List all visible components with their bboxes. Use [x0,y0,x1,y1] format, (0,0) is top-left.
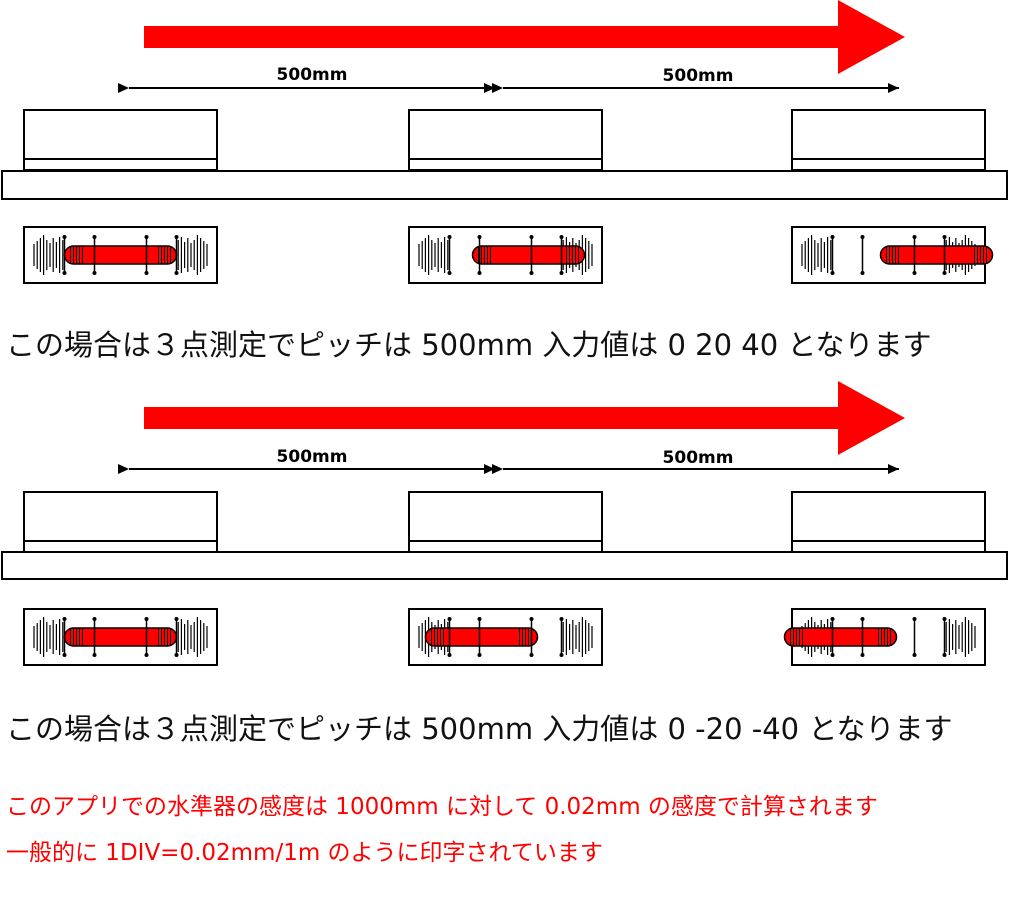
reference-dot [92,617,97,621]
reference-dot [62,235,67,239]
level-vial-3 [783,608,986,666]
level-block-2 [408,491,603,553]
bubble [783,627,898,647]
reference-dot [144,653,149,657]
reference-dot [477,617,482,621]
reference-dot [144,617,149,621]
base-surface [1,170,1008,200]
reference-dot [860,235,865,239]
reference-dot [447,653,452,657]
reference-dot [830,235,835,239]
direction-arrow [144,0,905,74]
reference-dot [447,617,452,621]
reference-dot [942,617,947,621]
level-block-1 [23,109,218,171]
caption-scenario-bottom: この場合は３点測定でピッチは 500mm 入力値は 0 -20 -40 となりま… [6,712,953,746]
bubble [879,245,994,265]
reference-dot [447,271,452,275]
reference-dot [529,235,534,239]
bubble [471,245,586,265]
level-vial-3 [791,226,994,284]
reference-dot [942,653,947,657]
dimension-label-left: 500mm [277,447,348,467]
base-surface [1,551,1008,580]
reference-dot [174,617,179,621]
reference-dot [942,235,947,239]
direction-arrow [144,381,905,455]
reference-dot [174,653,179,657]
reference-dot [860,271,865,275]
reference-dot [62,617,67,621]
level-block-3 [791,109,986,171]
level-vial-1 [23,226,218,284]
reference-dot [559,617,564,621]
level-vial-1 [23,608,218,666]
reference-dot [174,235,179,239]
reference-dot [559,235,564,239]
reference-dot [92,653,97,657]
reference-dot [477,235,482,239]
reference-dot [830,617,835,621]
level-vial-2 [408,226,603,284]
dimension-label-left: 500mm [277,65,348,85]
reference-dot [144,235,149,239]
level-block-1 [23,491,218,553]
sensitivity-note: このアプリでの水準器の感度は 1000mm に対して 0.02mm の感度で計算… [6,794,878,820]
reference-dot [62,653,67,657]
reference-dot [477,653,482,657]
reference-dot [912,617,917,621]
reference-dot [860,617,865,621]
reference-dot [912,235,917,239]
reference-dot [830,271,835,275]
level-block-3 [791,491,986,553]
reference-dot [529,617,534,621]
reference-dot [447,235,452,239]
bubble [424,627,539,647]
reference-dot [92,271,97,275]
scenario-top: 500mm 500mm [1,0,1008,284]
reference-dot [912,653,917,657]
scenario-bottom: 500mm 500mm [1,381,1008,666]
div-marking-note: 一般的に 1DIV=0.02mm/1m のように印字されています [6,840,603,866]
reference-dot [529,271,534,275]
level-block-2 [408,109,603,171]
dimension-label-right: 500mm [663,448,734,468]
caption-scenario-top: この場合は３点測定でピッチは 500mm 入力値は 0 20 40 となります [6,328,932,362]
reference-dot [174,271,179,275]
reference-dot [912,271,917,275]
reference-dot [860,653,865,657]
reference-dot [830,653,835,657]
bubble [63,245,178,265]
reference-dot [529,653,534,657]
dimension-label-right: 500mm [663,66,734,86]
reference-dot [477,271,482,275]
reference-dot [559,271,564,275]
reference-dot [559,653,564,657]
bubble [63,627,178,647]
reference-dot [62,271,67,275]
level-vial-2 [408,608,603,666]
reference-dot [942,271,947,275]
reference-dot [144,271,149,275]
reference-dot [92,235,97,239]
